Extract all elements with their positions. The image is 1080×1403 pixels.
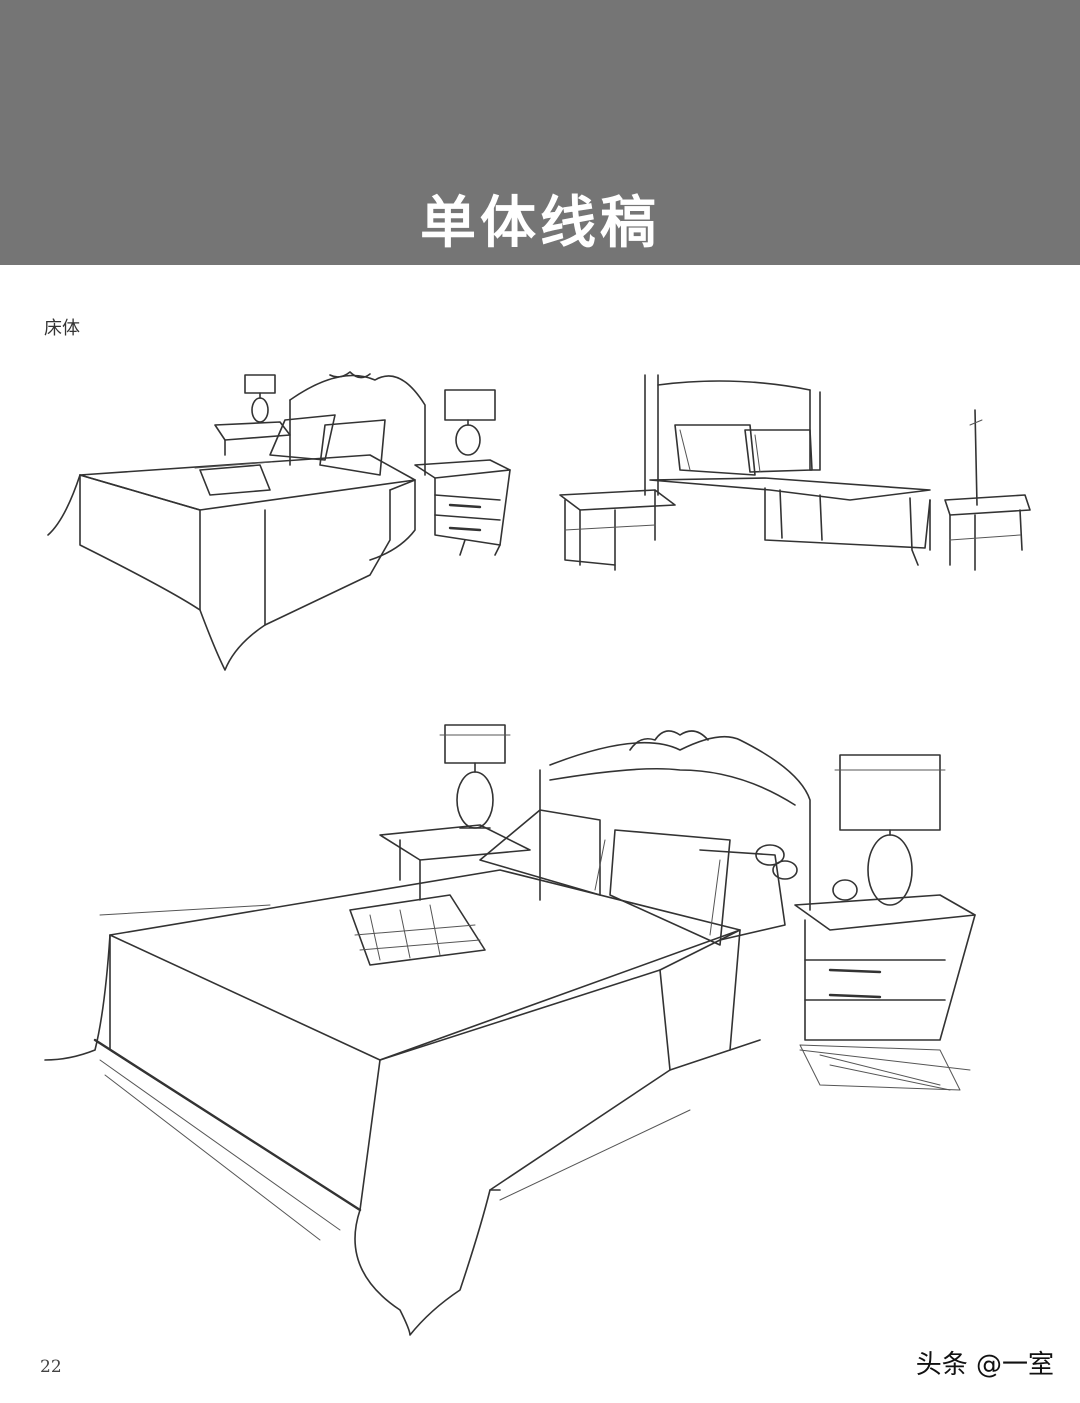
bed-sketch-large [40,710,1000,1350]
bed-sketch-top-left [40,360,520,680]
page-number: 22 [40,1357,62,1377]
section-label: 床体 [44,318,80,339]
page-title: 单体线稿 [420,191,660,256]
bed-sketch-top-right [550,370,1040,580]
header-band [0,0,1080,265]
watermark: 头条 @一室 [915,1350,1054,1380]
